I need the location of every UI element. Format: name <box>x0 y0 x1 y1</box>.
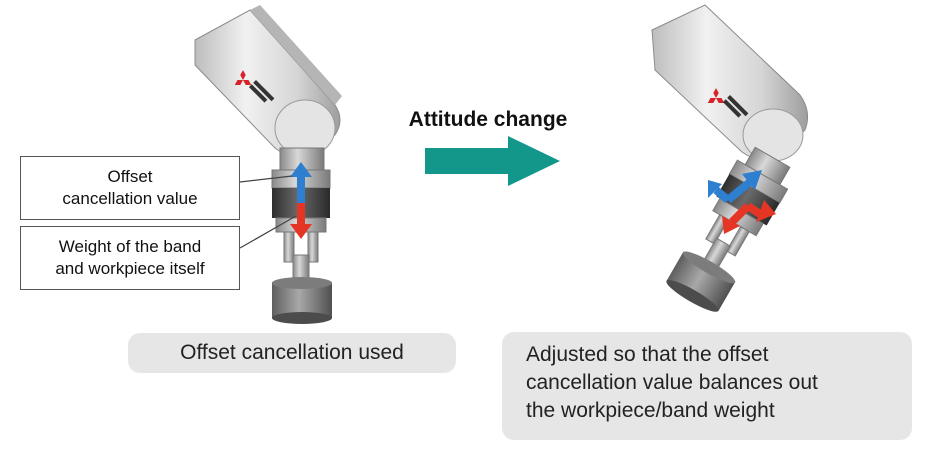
callout-offset-line-1: Offset <box>107 167 153 186</box>
attitude-change-arrow-icon <box>425 136 560 186</box>
offset-force-arrows-icon <box>708 170 762 204</box>
offset-force-arrow-up-icon <box>290 162 312 205</box>
robot-arm-wrist-icon <box>194 5 342 324</box>
offset-cancellation-callout: Offset cancellation value <box>20 156 240 220</box>
callout-leader-line <box>239 175 293 183</box>
callout-weight-line-1: Weight of the band <box>58 237 202 256</box>
right-caption: Adjusted so that the offset cancellation… <box>502 332 912 440</box>
weight-callout: Weight of the band and workpiece itself <box>20 226 240 290</box>
weight-force-arrows-icon <box>722 200 776 234</box>
right-caption-line-2: cancellation value balances out <box>526 371 818 394</box>
robot-arm-wrist-tilted-icon <box>651 4 809 312</box>
attitude-change-label: Attitude change <box>408 108 568 131</box>
weight-force-arrow-down-icon <box>290 203 312 239</box>
callout-weight-line-2: and workpiece itself <box>55 259 205 278</box>
callout-offset-line-2: cancellation value <box>62 189 198 208</box>
right-caption-line-3: the workpiece/band weight <box>526 399 775 422</box>
callout-leader-line <box>239 215 297 249</box>
right-caption-line-1: Adjusted so that the offset <box>526 343 769 366</box>
left-caption: Offset cancellation used <box>128 333 456 373</box>
left-caption-text: Offset cancellation used <box>180 341 404 364</box>
